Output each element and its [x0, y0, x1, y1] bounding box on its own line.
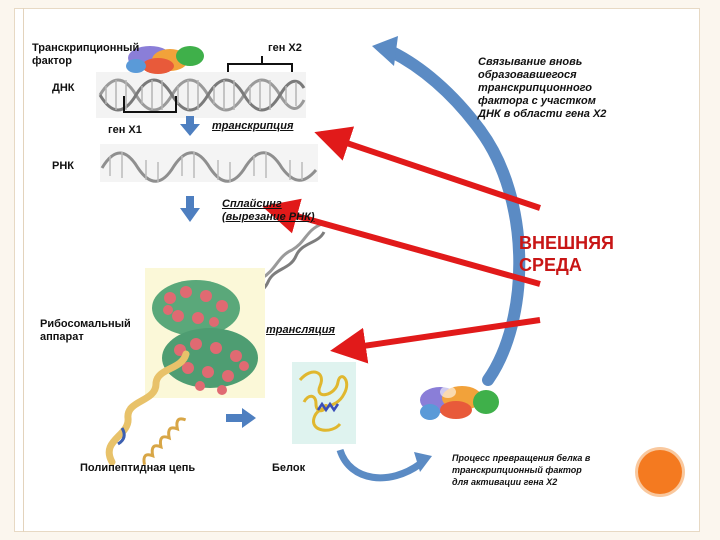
transcription-label: транскрипция — [212, 120, 294, 132]
gene-x1-bracket — [123, 96, 177, 113]
translation-label: трансляция — [266, 324, 336, 336]
dna-label: ДНК — [52, 82, 75, 94]
external-environment-label: ВНЕШНЯЯ СРЕДА — [519, 233, 614, 275]
rna-label: РНК — [52, 160, 74, 172]
splicing-label: Сплайсинг (вырезание РНК) — [222, 198, 315, 223]
activated-transcription-factor-icon — [420, 386, 499, 420]
ribosome-icon — [145, 268, 265, 398]
binding-description: Связывание вновь образовавшегося транскр… — [478, 56, 607, 120]
rna-strand — [100, 144, 318, 183]
gene-x2-label: ген Х2 — [268, 42, 302, 54]
left-margin-rule — [23, 8, 24, 532]
conversion-description: Процесс превращения белка в транскрипцио… — [452, 453, 591, 487]
protein-label: Белок — [272, 462, 306, 474]
polypeptide-chain-icon — [105, 350, 190, 466]
dna-helix — [96, 72, 306, 118]
gene-x1-label: ген Х1 — [108, 124, 142, 136]
environment-arrows — [262, 126, 541, 364]
protein-icon — [292, 362, 356, 444]
polypeptide-label: Полипептидная цепь — [80, 462, 196, 474]
accent-circle — [638, 450, 682, 494]
gene-x2-bracket — [227, 63, 293, 72]
down-arrow-icons — [180, 116, 256, 428]
transcription-factor-label: Транскрипционный фактор — [32, 42, 140, 67]
ribosome-label: Рибосомальный аппарат — [40, 318, 131, 343]
transcription-factor-protein-icon — [126, 46, 204, 74]
